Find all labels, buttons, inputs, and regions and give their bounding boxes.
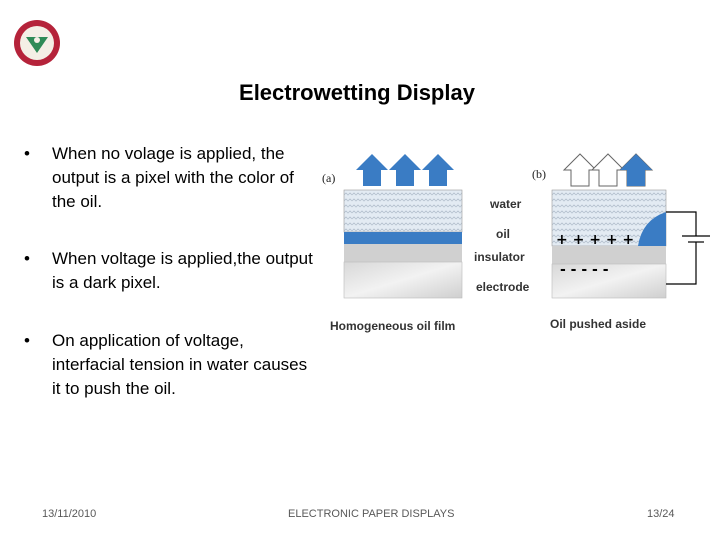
up-arrow-icon (389, 154, 421, 186)
bullet-item: • When no volage is applied, the output … (24, 142, 314, 214)
slide-title: Electrowetting Display (239, 80, 475, 105)
caption-a: Homogeneous oil film (330, 319, 455, 333)
insulator-layer-b (552, 246, 666, 264)
electrowetting-diagram: (a) water oil insulator electrode (b) (320, 150, 712, 350)
up-arrow-icon (620, 154, 652, 186)
electrowetting-diagram-svg: (a) water oil insulator electrode (b) (322, 153, 710, 333)
oil-layer-a (344, 232, 462, 244)
layer-label-insulator: insulator (474, 250, 525, 264)
footer-date: 13/11/2010 (42, 508, 97, 520)
bullet-text: When no volage is applied, the output is… (52, 144, 294, 211)
oil-droplet-b (638, 212, 666, 246)
bullet-marker: • (24, 249, 30, 268)
plus-charges: + + + + + (556, 232, 634, 248)
voltage-source-icon (666, 211, 710, 285)
insulator-layer-a (344, 244, 462, 262)
bullet-item: • On application of voltage, interfacial… (24, 329, 314, 401)
up-arrow-outline-icon (562, 153, 598, 187)
light-arrows-a (356, 154, 454, 186)
panel-b-label: (b) (532, 167, 546, 181)
bullet-item: • When voltage is applied,the output is … (24, 247, 314, 295)
up-arrow-icon (422, 154, 454, 186)
footer-page-number: 13/24 (647, 508, 675, 520)
bullet-text: When voltage is applied,the output is a … (52, 249, 313, 292)
bullet-marker: • (24, 144, 30, 163)
layer-label-water: water (489, 197, 522, 211)
bullet-text: On application of voltage, interfacial t… (52, 331, 308, 398)
light-arrows-b (562, 153, 654, 187)
up-arrow-outline-icon (590, 153, 626, 187)
layer-label-electrode: electrode (476, 280, 530, 294)
electrode-layer-b (551, 263, 667, 299)
logo (12, 18, 62, 68)
university-emblem-icon (14, 20, 60, 66)
water-layer-a (343, 189, 463, 233)
panel-a-label: (a) (322, 171, 335, 185)
bullet-marker: • (24, 331, 30, 350)
up-arrow-icon (356, 154, 388, 186)
footer-title: ELECTRONIC PAPER DISPLAYS (288, 508, 455, 520)
layer-label-oil: oil (496, 227, 510, 241)
minus-charges: - - - - - (560, 262, 609, 278)
caption-b: Oil pushed aside (550, 317, 646, 331)
electrode-layer-a (343, 261, 463, 299)
